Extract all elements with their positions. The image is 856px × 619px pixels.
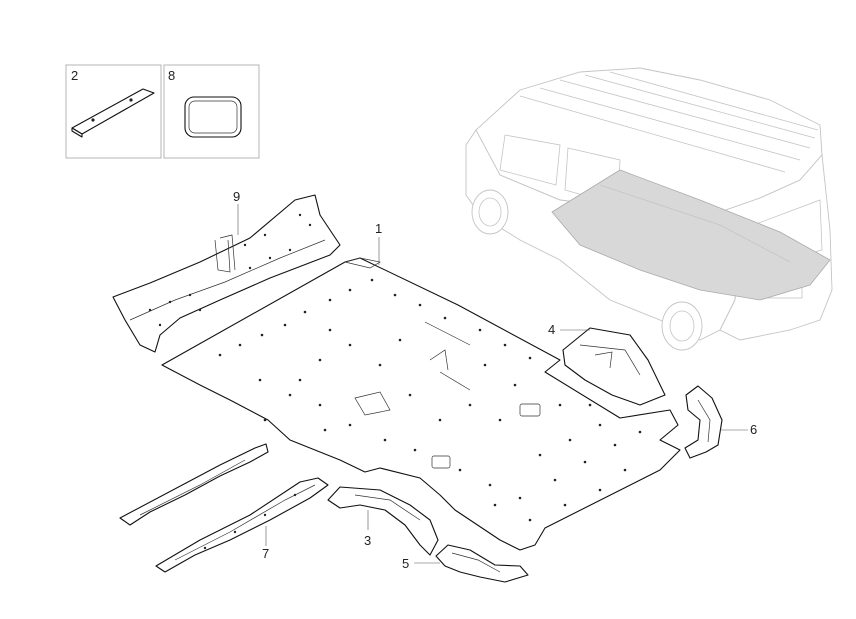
- callout-8-label: 8: [168, 68, 175, 83]
- spacer-strip-part-2: [71, 88, 155, 138]
- callout-7-label: 7: [262, 546, 269, 561]
- inset-box-part-2[interactable]: 2: [65, 64, 162, 159]
- callout-3-label: 3: [364, 533, 371, 548]
- part-1-floor-insulator[interactable]: 1: [161, 221, 681, 551]
- part-3-wheel-arch-pad[interactable]: 3: [327, 486, 439, 556]
- callout-2-label: 2: [71, 68, 78, 83]
- part-6-rear-corner-pad[interactable]: 6: [684, 385, 757, 459]
- callout-4-label: 4: [548, 322, 555, 337]
- inset-box-part-8[interactable]: 8: [163, 64, 260, 159]
- callout-1-label: 1: [375, 221, 382, 236]
- part-5-rear-bracket-pad[interactable]: 5: [402, 544, 529, 583]
- part-9-front-panel-insulator[interactable]: 9: [112, 189, 341, 353]
- callout-6-label: 6: [750, 422, 757, 437]
- van-reference-illustration: [465, 67, 833, 351]
- square-pad-part-8: [184, 96, 242, 138]
- part-4-rear-floor-pad[interactable]: 4: [548, 322, 666, 406]
- side-sill-strip-upper[interactable]: [119, 443, 269, 526]
- part-7-side-sill-strip[interactable]: 7: [155, 477, 329, 573]
- callout-5-label: 5: [402, 556, 409, 571]
- callout-9-label: 9: [233, 189, 240, 204]
